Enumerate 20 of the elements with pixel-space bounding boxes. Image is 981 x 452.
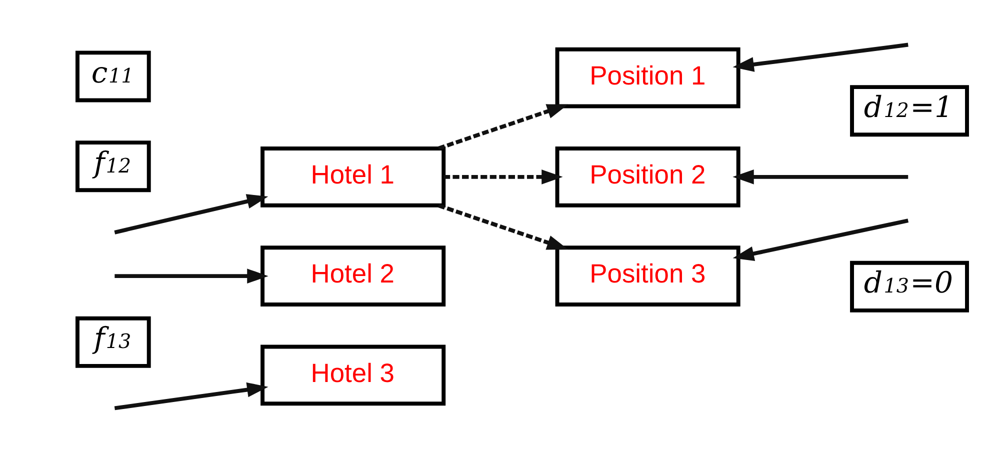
- node-box: f13: [76, 316, 151, 368]
- node-box: Hotel 1: [260, 146, 446, 207]
- node-box: c11: [76, 50, 151, 102]
- node-box: Position 3: [555, 245, 740, 306]
- node-box: Hotel 2: [260, 245, 446, 306]
- node-box: f12: [76, 140, 151, 192]
- arrow: [438, 203, 568, 250]
- node-box: Position 1: [555, 46, 740, 108]
- arrow: [732, 169, 908, 184]
- node-box: Hotel 3: [260, 344, 446, 406]
- node-box: d13=0: [850, 260, 969, 312]
- arrow: [732, 42, 908, 72]
- arrow: [438, 104, 568, 150]
- node-box: d12=1: [850, 84, 969, 136]
- arrow: [732, 218, 909, 260]
- arrow: [114, 194, 268, 234]
- node-box: Position 2: [555, 146, 740, 207]
- arrow: [444, 169, 563, 184]
- arrow: [114, 382, 268, 410]
- arrow: [114, 268, 268, 283]
